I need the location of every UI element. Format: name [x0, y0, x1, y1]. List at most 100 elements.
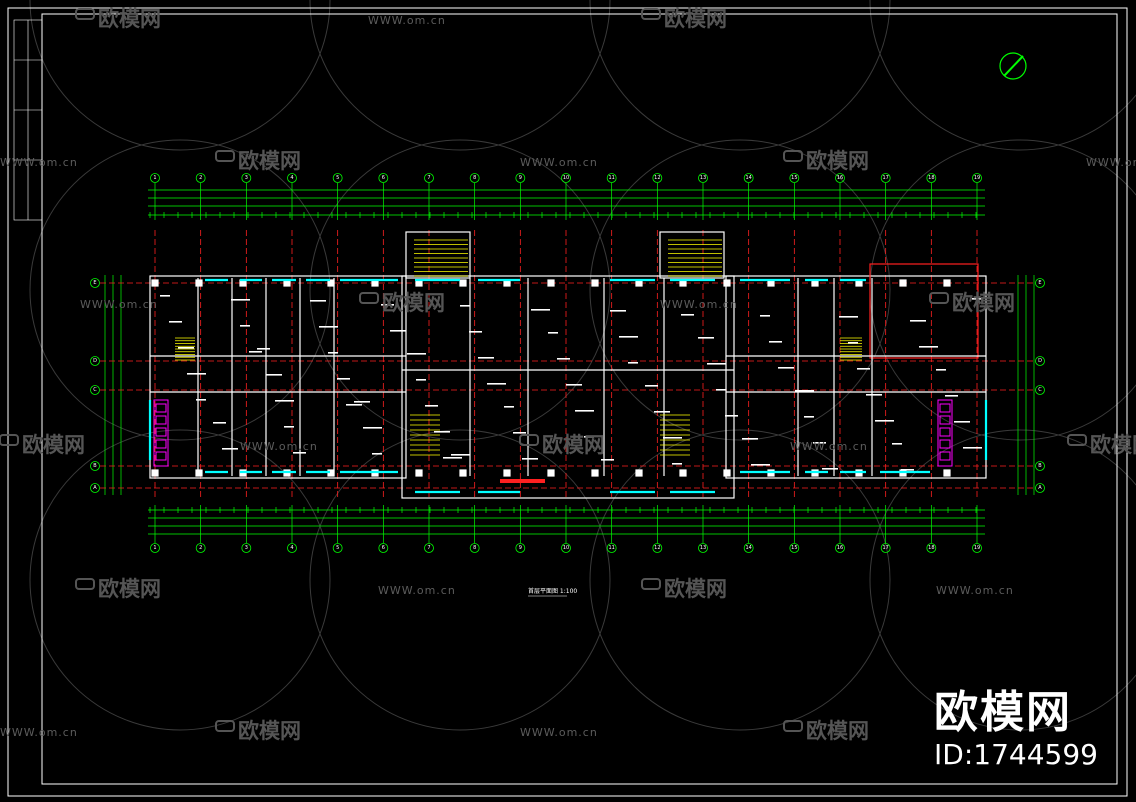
watermark-logo-text: 欧模网: [238, 719, 301, 743]
annotation-mark: [293, 452, 306, 454]
column: [943, 469, 951, 477]
annotation-mark: [663, 437, 682, 439]
brand-title: 欧模网: [934, 687, 1073, 738]
annotation-mark: [178, 347, 194, 349]
annotation-mark: [778, 367, 794, 369]
column: [723, 279, 731, 287]
annotation-mark: [919, 346, 938, 348]
watermark-logo-text: 欧模网: [98, 577, 161, 601]
annotation-mark: [707, 363, 726, 365]
axis-bubble: [652, 543, 663, 553]
annotation-mark: [848, 342, 858, 344]
axis-bubble: [835, 173, 845, 183]
axis-bubble: [90, 461, 100, 471]
axis-bubble: [972, 173, 982, 183]
column: [635, 469, 643, 477]
axis-bubble: [789, 173, 800, 183]
watermark-logo-icon: [519, 434, 539, 446]
watermark-logo-icon: [0, 434, 19, 446]
axis-bubble: [332, 543, 343, 553]
annotation-mark: [725, 415, 738, 417]
annotation-mark: [963, 447, 982, 449]
axis-bubble-label: 14: [745, 175, 751, 181]
annotation-mark: [610, 310, 626, 312]
column: [415, 469, 423, 477]
axis-bubble: [606, 173, 617, 183]
axis-bubble: [789, 543, 800, 553]
annotation-mark: [513, 432, 526, 434]
axis-bubble-label: C: [93, 387, 97, 393]
axis-bubble: [424, 173, 434, 183]
annotation-mark: [504, 406, 514, 408]
watermark-logo-text: 欧模网: [98, 7, 161, 31]
annotation-mark: [522, 458, 538, 460]
annotation-mark: [769, 341, 782, 343]
axis-bubble: [1035, 461, 1045, 471]
axis-bubble: [561, 173, 571, 183]
watermark-arc: [29, 139, 331, 441]
axis-bubble-label: 6: [382, 175, 385, 181]
annotation-mark: [416, 379, 426, 381]
annotation-mark: [266, 374, 282, 376]
axis-bubble: [90, 356, 100, 366]
annotation-mark: [381, 304, 394, 306]
watermark-logo-text: 欧模网: [382, 291, 445, 315]
column: [679, 469, 687, 477]
watermark-logo-text: 欧模网: [664, 7, 727, 31]
annotation-mark: [672, 463, 682, 465]
axis-bubble-label: 15: [791, 175, 797, 181]
stair-core-right: [659, 231, 725, 279]
axis-bubble-label: 18: [928, 175, 934, 181]
watermark-logo-icon: [783, 150, 803, 162]
axis-bubble: [606, 543, 617, 553]
axis-bubble: [241, 173, 252, 183]
axis-bubble: [378, 173, 389, 183]
annotation-mark: [337, 378, 350, 380]
annotation-mark: [222, 448, 238, 450]
annotation-mark: [866, 394, 882, 396]
watermark-arcs: [29, 0, 1136, 731]
watermark-logo-icon: [75, 8, 95, 20]
axis-bubble: [424, 543, 434, 553]
toilet-stall: [939, 451, 951, 461]
stair-core-left: [405, 231, 471, 279]
watermark-site-text: WWW.om.cn: [0, 726, 78, 739]
brand-id: ID:1744599: [934, 738, 1098, 771]
toilet-stall: [939, 439, 951, 449]
annotation-mark: [716, 389, 726, 391]
axis-bubble-label: 10: [563, 175, 569, 181]
axis-bubble: [195, 543, 206, 553]
toilet-stall: [155, 451, 167, 461]
annotation-mark: [451, 454, 470, 456]
dimension-lines: [104, 183, 1035, 543]
axis-bubble: [1035, 483, 1045, 493]
axis-bubble-label: D: [1038, 358, 1042, 364]
watermark-arc: [869, 0, 1136, 151]
watermark-logo-text: 欧模网: [806, 719, 869, 743]
room-annotations: [160, 295, 982, 471]
column: [723, 469, 731, 477]
axis-bubble-label: 17: [882, 545, 888, 551]
axis-bubble-label: B: [1038, 463, 1042, 469]
annotation-mark: [804, 416, 814, 418]
axis-bubble: [835, 543, 845, 553]
annotation-mark: [275, 400, 294, 402]
column: [459, 469, 467, 477]
axis-bubble-label: E: [93, 280, 96, 286]
annotation-mark: [478, 357, 494, 359]
toilet-stall: [939, 403, 951, 413]
watermark-logo-icon: [359, 292, 379, 304]
watermark-arc: [589, 0, 891, 151]
axis-bubble-label: 13: [700, 175, 706, 181]
axis-bubble-label: 18: [928, 545, 934, 551]
axis-bubble-label: B: [93, 463, 97, 469]
watermark-arc: [869, 139, 1136, 441]
brand-stamp: 欧模网 ID:1744599: [934, 688, 1098, 772]
toilet-stall: [939, 427, 951, 437]
axis-bubble-label: 12: [654, 175, 660, 181]
watermark-site-text: WWW.om.cn: [1086, 156, 1136, 169]
column: [591, 469, 599, 477]
axis-bubble: [652, 173, 663, 183]
axis-bubble: [90, 278, 100, 288]
